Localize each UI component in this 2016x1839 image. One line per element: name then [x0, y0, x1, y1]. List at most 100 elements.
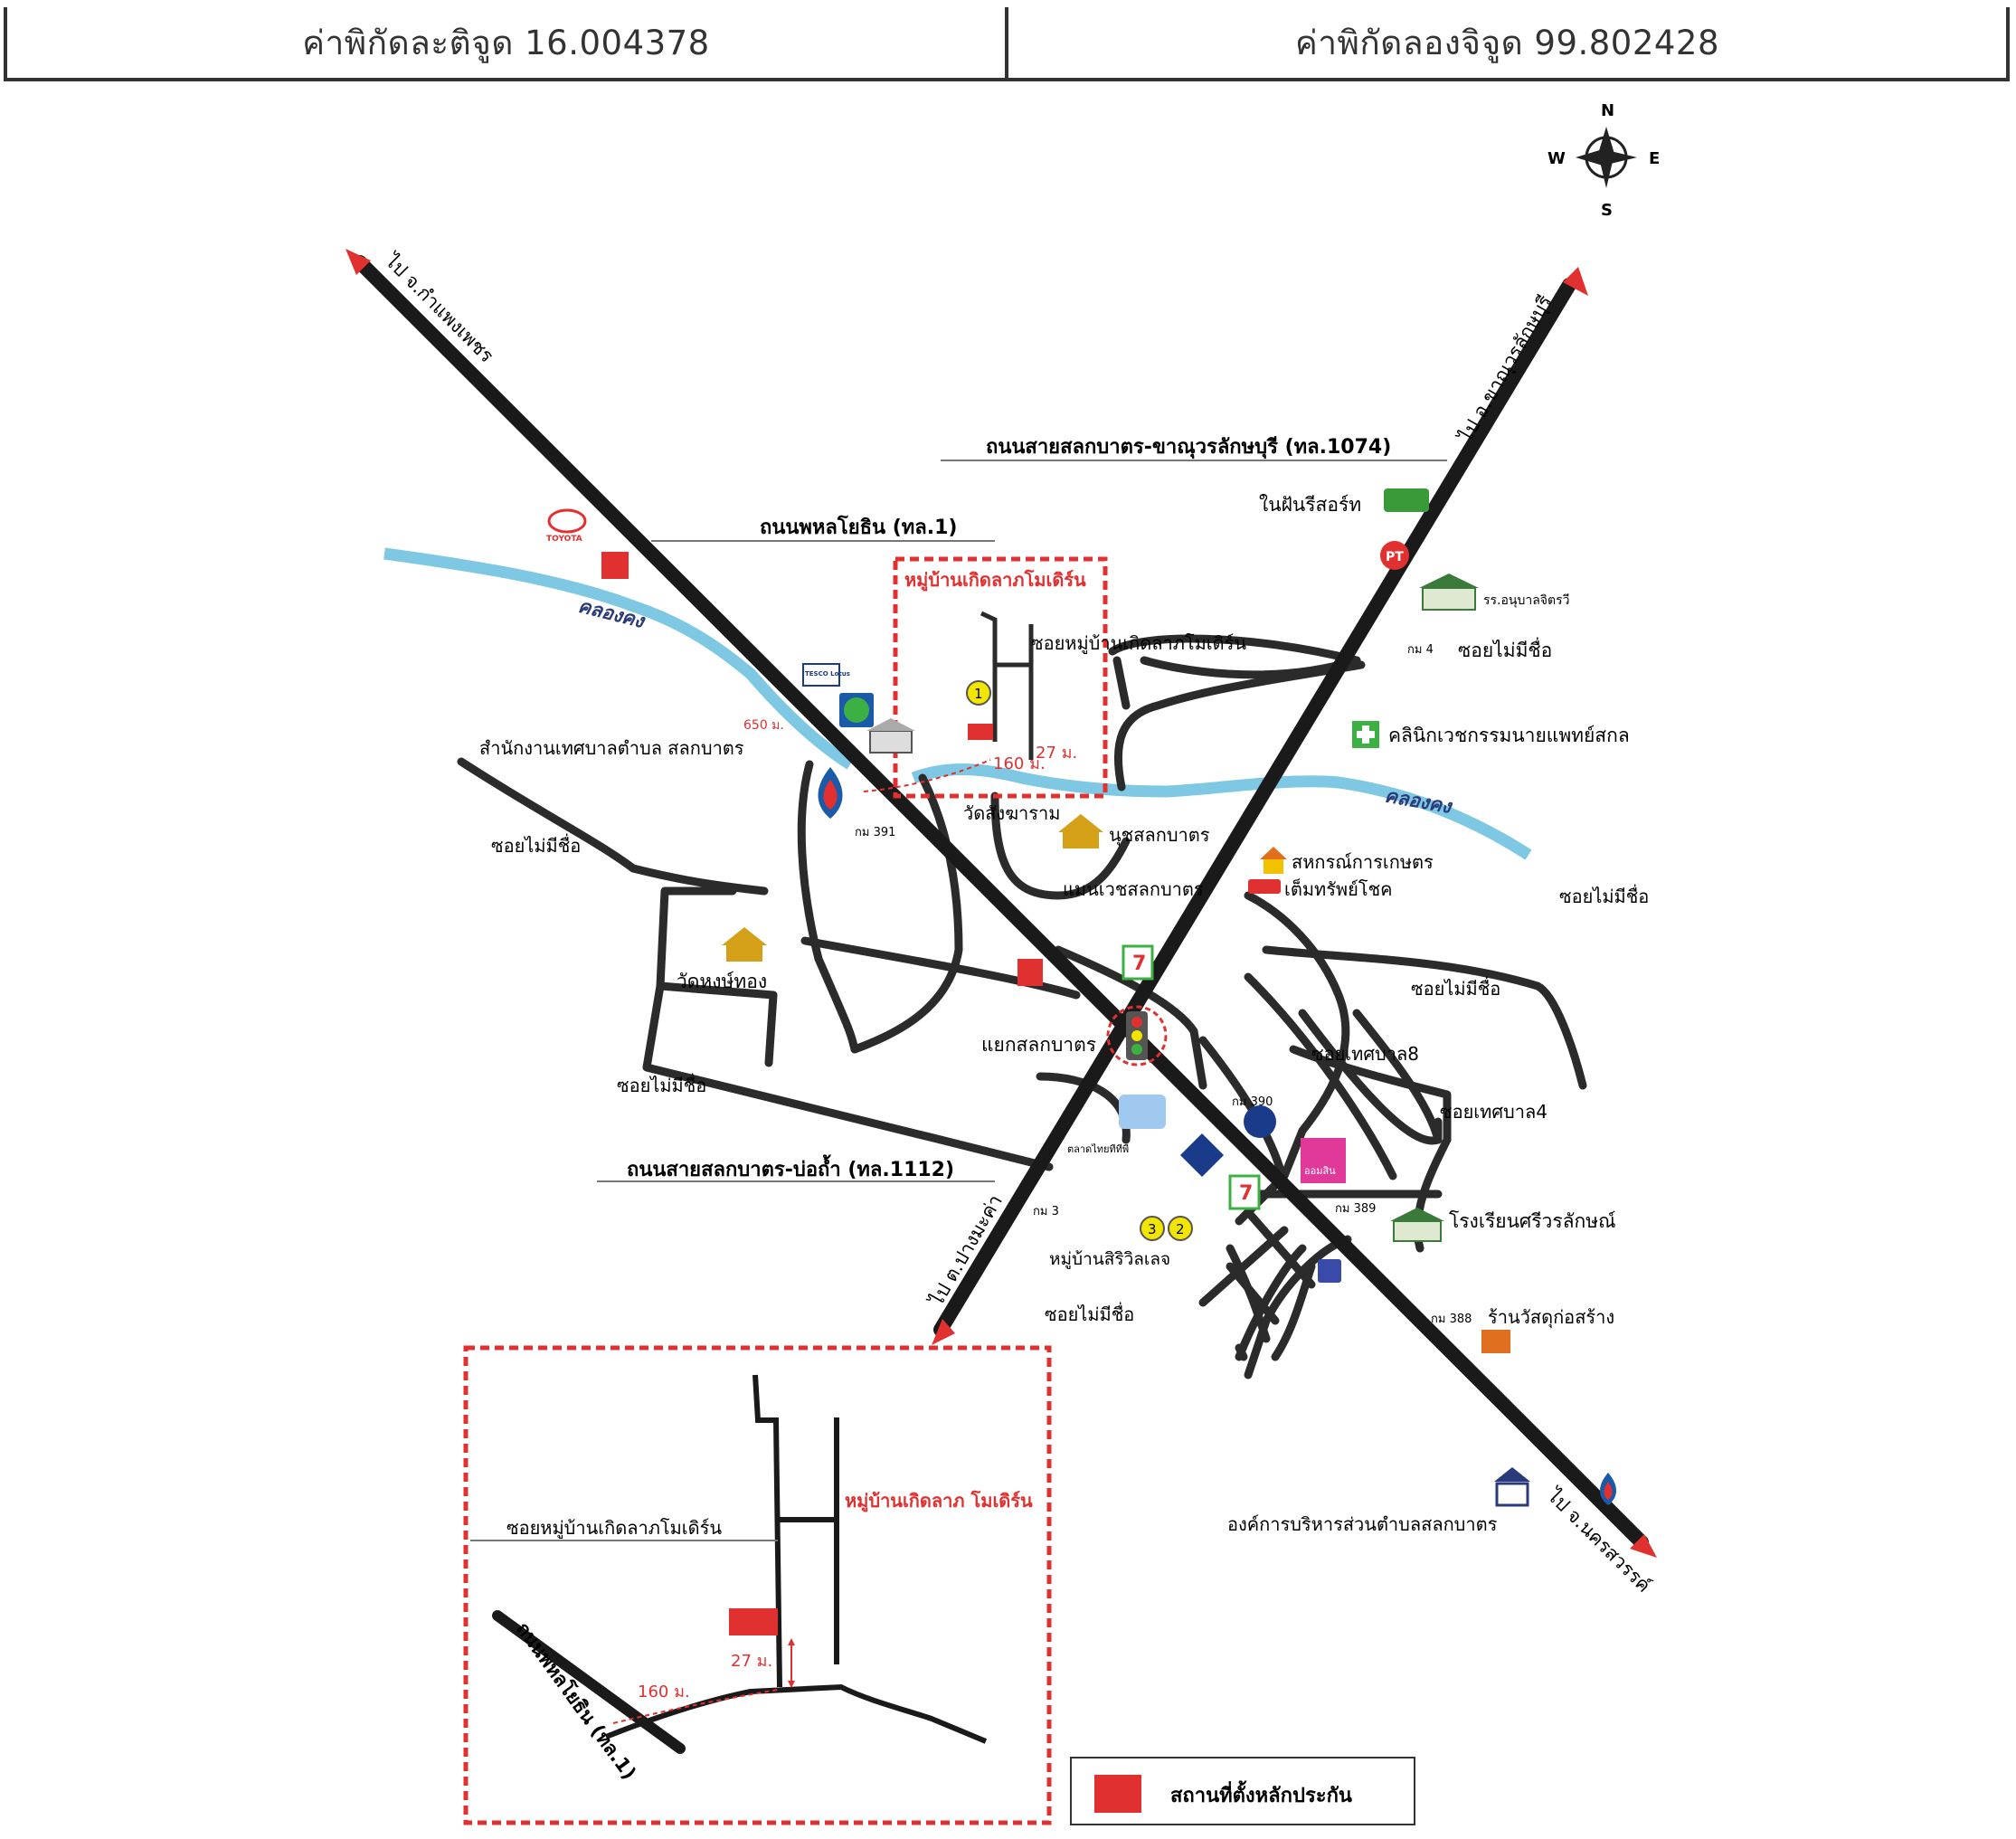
label-school-salokbat: นุชสลกบาตร — [1109, 824, 1210, 847]
label-coop: สหกรณ์การเกษตร — [1292, 851, 1434, 873]
label-km-390: กม 390 — [1232, 1095, 1273, 1109]
label-km-4: กม 4 — [1407, 643, 1434, 657]
label-km-388: กม 388 — [1431, 1313, 1472, 1326]
label-soi-nameless-3: ซอยไม่มีชื่อ — [1559, 884, 1649, 907]
label-soi-municipal-8: ซอยเทศบาล8 — [1311, 1043, 1419, 1065]
house-icon — [1260, 847, 1287, 874]
tesco-logo-icon: TESCO Lotus — [802, 663, 850, 687]
label-sriwaralak: โรงเรียนศรีวรลักษณ์ — [1449, 1210, 1616, 1232]
latitude-cell: ค่าพิกัดละติจูด 16.004378 — [302, 23, 710, 62]
road-phahon: ถนนพหลโยธิน (ทล.1) — [760, 515, 957, 539]
traffic-light-icon — [1106, 1005, 1168, 1066]
compass-s: S — [1601, 201, 1613, 220]
truck-icon — [1248, 879, 1281, 894]
label-nai-fan: ในฝันรีสอร์ท — [1259, 494, 1361, 516]
label-soi-municipal-4: ซอยเทศบาล4 — [1440, 1101, 1547, 1123]
temple-icon — [1058, 814, 1103, 848]
svg-text:TESCO Lotus: TESCO Lotus — [805, 670, 850, 678]
village-box-title: หมู่บ้านเกิดลาภโมเดิร์น — [904, 569, 1086, 592]
svg-text:7: 7 — [1132, 953, 1146, 975]
longitude-cell: ค่าพิกัดลองจิจูด 99.802428 — [1005, 7, 2006, 78]
label-soi-nameless-4: ซอยไม่มีชื่อ — [1411, 976, 1500, 1000]
svg-text:TOYOTA: TOYOTA — [546, 535, 582, 544]
dir-khanu: ไป อ.ขาณุวรลักษบุรี — [1454, 291, 1557, 447]
label-anuban: รร.อนุบาลจิตรวี — [1483, 593, 1569, 608]
clinic-cross-icon — [1352, 721, 1379, 748]
highways — [353, 255, 1649, 1550]
svg-text:1: 1 — [974, 686, 983, 702]
label-soi-nameless-1: ซอยไม่มีชื่อ — [1458, 637, 1552, 661]
svg-text:3: 3 — [1148, 1221, 1157, 1237]
compass-icon: N S E W — [1547, 101, 1660, 220]
dist-650: 650 ม. — [743, 718, 784, 733]
government-building-icon — [1494, 1467, 1530, 1507]
label-hardware: เต็มทรัพย์โชค — [1284, 877, 1393, 900]
label-mansion: แมนเวชสลกบาตร — [1063, 878, 1204, 900]
dist-27-main: 27 ม. — [1036, 744, 1077, 763]
inset-map-box — [463, 1345, 1052, 1825]
secondary-roads — [457, 634, 1587, 1379]
gsb-bank-icon: ออมสิน — [1301, 1138, 1346, 1183]
label-wat-sangkharam: วัดสังฆาราม — [963, 802, 1060, 824]
legend-swatch — [1094, 1775, 1141, 1813]
label-municipality: สำนักงานเทศบาลตำบล สลกบาตร — [479, 737, 744, 759]
label-siriwalai: หมู่บ้านสิริวิลเลจ — [1049, 1249, 1170, 1269]
inset-dist-160: 160 ม. — [638, 1683, 690, 1702]
label-sao: องค์การบริหารส่วนตำบลสลกบาตร — [1227, 1513, 1498, 1535]
svg-text:7: 7 — [1239, 1182, 1253, 1205]
inset-dist-27: 27 ม. — [731, 1652, 772, 1671]
school-icon-2 — [1390, 1208, 1444, 1242]
label-market: ตลาดไทยทีทีพี — [1067, 1143, 1129, 1155]
village-soi-label: ซอยหมู่บ้านเกิดลาภโมเดิร์น — [1031, 632, 1246, 655]
canal-label-right: คลองคง — [1383, 784, 1454, 818]
label-soi-nameless-2: ซอยไม่มีชื่อ — [491, 833, 581, 857]
label-soi-nameless-5: ซอยไม่มีชื่อ — [617, 1073, 706, 1096]
pt-station-icon: PT — [1380, 541, 1409, 570]
seven-eleven-icon-2: 7 — [1228, 1174, 1261, 1210]
kasikorn-bank-icon — [1244, 1105, 1276, 1138]
highway-arrows — [345, 249, 1657, 1558]
svg-text:PT: PT — [1386, 550, 1404, 564]
village-highlight-box — [893, 556, 1108, 799]
road-hwy1074: ถนนสายสลกบาตร-ขาณุวรลักษบุรี (ทล.1074) — [986, 436, 1391, 460]
resort-icon — [1384, 488, 1429, 512]
school-icon — [1419, 574, 1479, 611]
inset-title: หมู่บ้านเกิดลาภ โมเดิร์น — [845, 1490, 1033, 1513]
dist-160-main: 160 ม. — [993, 754, 1046, 773]
marker-1: 1 — [966, 680, 991, 706]
municipality-building-icon — [866, 718, 915, 754]
legend-label: สถานที่ตั้งหลักประกัน — [1170, 1780, 1352, 1807]
marker-3: 3 — [1140, 1216, 1165, 1241]
village-streets — [980, 611, 1034, 760]
collateral-marker-inset — [729, 1608, 778, 1635]
market-icon — [1119, 1095, 1166, 1129]
compass-n: N — [1601, 101, 1614, 120]
isuzu-logo-icon-2 — [1017, 959, 1043, 986]
temple-icon-2 — [722, 927, 767, 962]
road-hwy1112: ถนนสายสลกบาตร-บ่อถ้ำ (ทล.1112) — [627, 1154, 954, 1181]
collateral-marker-main — [968, 724, 993, 740]
krungthai-bank-icon — [1179, 1133, 1225, 1178]
label-km-3: กม 3 — [1033, 1205, 1059, 1218]
hardware-store-icon — [1481, 1330, 1510, 1353]
canal-left — [383, 547, 854, 770]
label-km-391: กม 391 — [855, 826, 895, 839]
label-construction: ร้านวัสดุก่อสร้าง — [1488, 1306, 1614, 1329]
canal-right — [911, 763, 1532, 860]
label-km-389: กม 389 — [1335, 1202, 1376, 1216]
seven-eleven-icon: 7 — [1122, 944, 1154, 981]
svg-text:2: 2 — [1176, 1221, 1185, 1237]
bangchak-leaf-icon — [844, 697, 869, 723]
isuzu-logo-icon — [601, 552, 629, 579]
svg-text:ออมสิน: ออมสิน — [1304, 1165, 1336, 1177]
label-soi-nameless-6: ซอยไม่มีชื่อ — [1045, 1302, 1134, 1325]
toyota-logo-icon: TOYOTA — [546, 508, 587, 544]
legend: สถานที่ตั้งหลักประกัน — [1070, 1757, 1415, 1825]
label-wat-hongthong: วัดหงษ์ทอง — [677, 971, 767, 992]
coordinates-header: ค่าพิกัดละติจูด 16.004378 ค่าพิกัดลองจิจ… — [4, 7, 2010, 81]
junction-label: แยกสลกบาตร — [981, 1034, 1096, 1056]
compass-e: E — [1649, 149, 1660, 168]
bank-icon-small — [1318, 1259, 1341, 1283]
marker-2: 2 — [1168, 1216, 1193, 1241]
